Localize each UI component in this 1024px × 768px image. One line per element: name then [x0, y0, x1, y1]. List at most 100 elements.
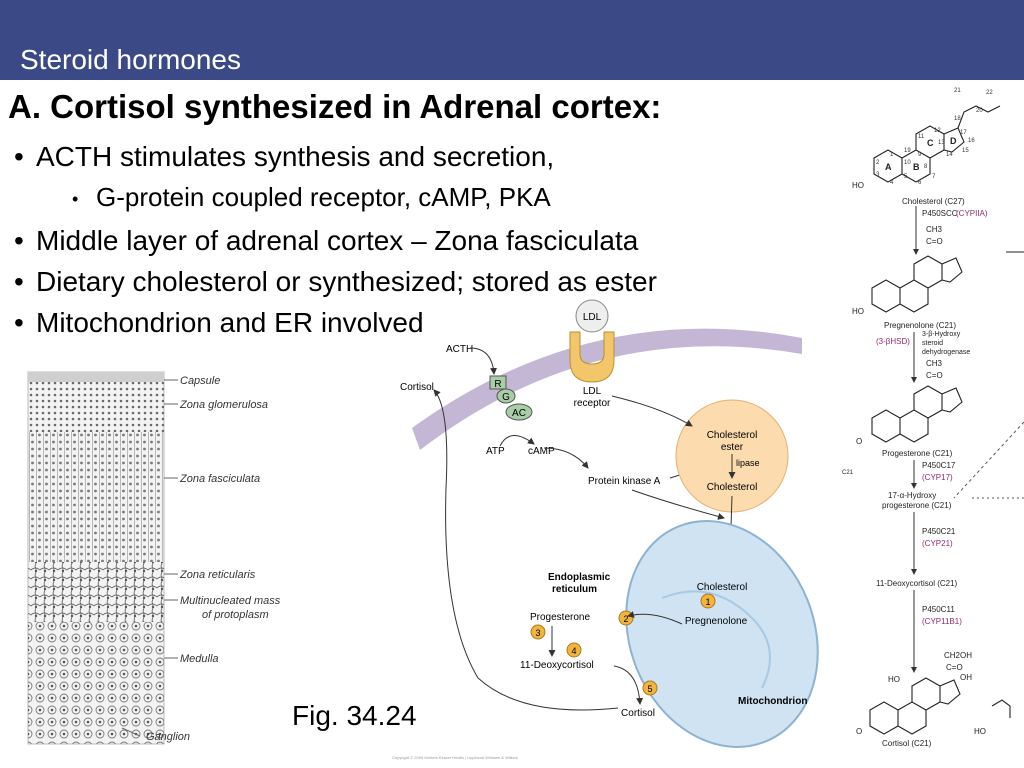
step-number: 3 — [535, 628, 540, 638]
ring-letter: B — [913, 162, 920, 172]
structure-name: progesterone (C21) — [882, 501, 952, 510]
bullet-item: • ACTH stimulates synthesis and secretion… — [14, 136, 657, 177]
slide-heading: A. Cortisol synthesized in Adrenal corte… — [8, 88, 662, 125]
cortisol-secreted-label: Cortisol — [400, 382, 434, 393]
camp-label: cAMP — [528, 446, 555, 457]
cholesterol-ester-label: Cholesterol — [707, 430, 758, 441]
carbon-number: 11 — [918, 134, 925, 140]
step-number: 1 — [705, 597, 710, 607]
slide-title: Steroid hormones — [20, 44, 242, 75]
histology-label: of protoplasm — [202, 609, 269, 621]
title-bar: Steroid hormones — [0, 0, 1024, 80]
er-progesterone-label: Progesterone — [530, 612, 590, 623]
step-number: 2 — [623, 614, 628, 624]
copyright-notice: Copyright © 2009 Wolters Kluwer Health |… — [392, 755, 518, 760]
bullet-glyph: • — [14, 141, 24, 172]
carbon-number: 5 — [904, 174, 908, 180]
carbon-number: 7 — [932, 174, 936, 180]
histology-label: Medulla — [180, 653, 219, 665]
cortisol-pathway-diagram: LDL LDL receptor ACTH R G AC Cortisol AT… — [400, 299, 819, 748]
enzyme-label: P450SCC — [922, 209, 958, 218]
carbon-number: 8 — [924, 164, 928, 170]
carbon-number: 1 — [890, 152, 894, 158]
structure-name: 11-Deoxycortisol (C21) — [876, 579, 958, 588]
carbon-number: 20 — [976, 108, 983, 114]
ldl-receptor-shape — [569, 331, 615, 383]
structure-name: Cortisol (C21) — [882, 739, 932, 748]
ketone-label: O — [856, 437, 862, 446]
bullet-item: •Dietary cholesterol or synthesized; sto… — [14, 261, 657, 302]
methyl-label: CH3 — [926, 359, 943, 368]
bullet-text: Dietary cholesterol or synthesized; stor… — [36, 265, 657, 297]
mito-cortisol-label: Cortisol — [621, 708, 655, 719]
enzyme-code: (3-βHSD) — [876, 337, 910, 346]
g-protein — [496, 388, 516, 404]
enzyme-code: (CYP17) — [922, 473, 953, 482]
ldl-receptor-label: receptor — [574, 398, 611, 409]
cholesterol-ester-label: ester — [721, 442, 744, 453]
mito-pregnenolone-label: Pregnenolone — [685, 616, 748, 627]
er-label: reticulum — [552, 584, 597, 595]
bullet-item: • Mitochondrion and ER involved — [14, 302, 657, 343]
step-number: 5 — [647, 684, 652, 694]
histology-label: Capsule — [180, 375, 220, 387]
acth-label: ACTH — [446, 344, 473, 355]
hydroxyl-label: OH — [960, 673, 972, 682]
carbon-number: 22 — [986, 90, 993, 96]
er-deoxycortisol-label: 11-Deoxycortisol — [520, 660, 594, 671]
pka-label: Protein kinase A — [588, 476, 661, 487]
enzyme-description: dehydrogenase — [922, 349, 970, 356]
cholesterol-label: Cholesterol — [707, 482, 758, 493]
bullet-text: G-protein coupled receptor, cAMP, PKA — [96, 182, 551, 212]
carbon-number: 18 — [954, 116, 961, 122]
mitochondrion-label: Mitochondrion — [738, 696, 807, 707]
carbon-number: 10 — [904, 160, 911, 166]
lipase-label: lipase — [736, 458, 760, 468]
bullet-text: Middle layer of adrenal cortex – Zona fa… — [36, 224, 639, 256]
histology-label: Multinucleated mass — [180, 595, 281, 607]
ring-letter: D — [950, 136, 957, 146]
step-badge — [700, 593, 716, 609]
bullet-glyph: • — [72, 188, 79, 209]
adrenal-histology-figure: Capsule Zona glomerulosa Zona fasciculat… — [27, 371, 281, 745]
histology-label: Zona fasciculata — [179, 473, 260, 485]
hydroxyl-label: HO — [974, 727, 986, 736]
carbon-number: 15 — [962, 148, 969, 154]
carbon-count-label: C21 — [842, 470, 854, 476]
bullet-glyph: • — [14, 306, 24, 338]
carbon-number: 19 — [904, 148, 911, 154]
bullet-text: ACTH stimulates synthesis and secretion, — [36, 141, 555, 172]
structure-name: Cholesterol (C27) — [902, 197, 965, 206]
structure-name: 17-α-Hydroxy — [888, 491, 936, 500]
mitochondrion-shape — [625, 520, 819, 748]
hydroxyl-label: HO — [888, 675, 900, 684]
ldl-particle — [575, 299, 609, 333]
atp-label: ATP — [486, 446, 505, 457]
bullet-list: • ACTH stimulates synthesis and secretion… — [14, 136, 657, 343]
enzyme-description: 3-β-Hydroxy — [922, 331, 961, 338]
hydroxyl-label: HO — [852, 181, 864, 190]
carbon-number: 17 — [960, 130, 967, 136]
carbon-number: 16 — [968, 138, 975, 144]
sub-bullet-item: • G-protein coupled receptor, cAMP, PKA — [14, 177, 657, 220]
bullet-glyph: • — [14, 224, 24, 256]
methyl-label: CH3 — [926, 225, 943, 234]
adenylate-cyclase — [505, 403, 533, 421]
mito-cholesterol-label: Cholesterol — [697, 582, 748, 593]
enzyme-description: steroid — [922, 340, 943, 347]
bullet-text: Mitochondrion and ER involved — [36, 306, 424, 338]
enzyme-label: P450C11 — [922, 605, 955, 614]
carbon-number: 13 — [938, 140, 945, 146]
carbon-number: 2 — [876, 160, 880, 166]
ring-letter: A — [885, 162, 892, 172]
carbonyl-label: C=O — [946, 663, 963, 672]
ketone-label: O — [856, 727, 862, 736]
figure-caption: Fig. 34.24 — [292, 700, 417, 731]
carbon-number: 4 — [890, 180, 894, 186]
adenylate-cyclase-label: AC — [512, 408, 526, 419]
enzyme-label: P450C17 — [922, 461, 956, 470]
bullet-item: • Middle layer of adrenal cortex – Zona f… — [14, 220, 657, 261]
receptor-label: R — [494, 379, 501, 390]
ldl-receptor-label: LDL — [583, 386, 602, 397]
carbon-number: 3 — [876, 172, 880, 178]
